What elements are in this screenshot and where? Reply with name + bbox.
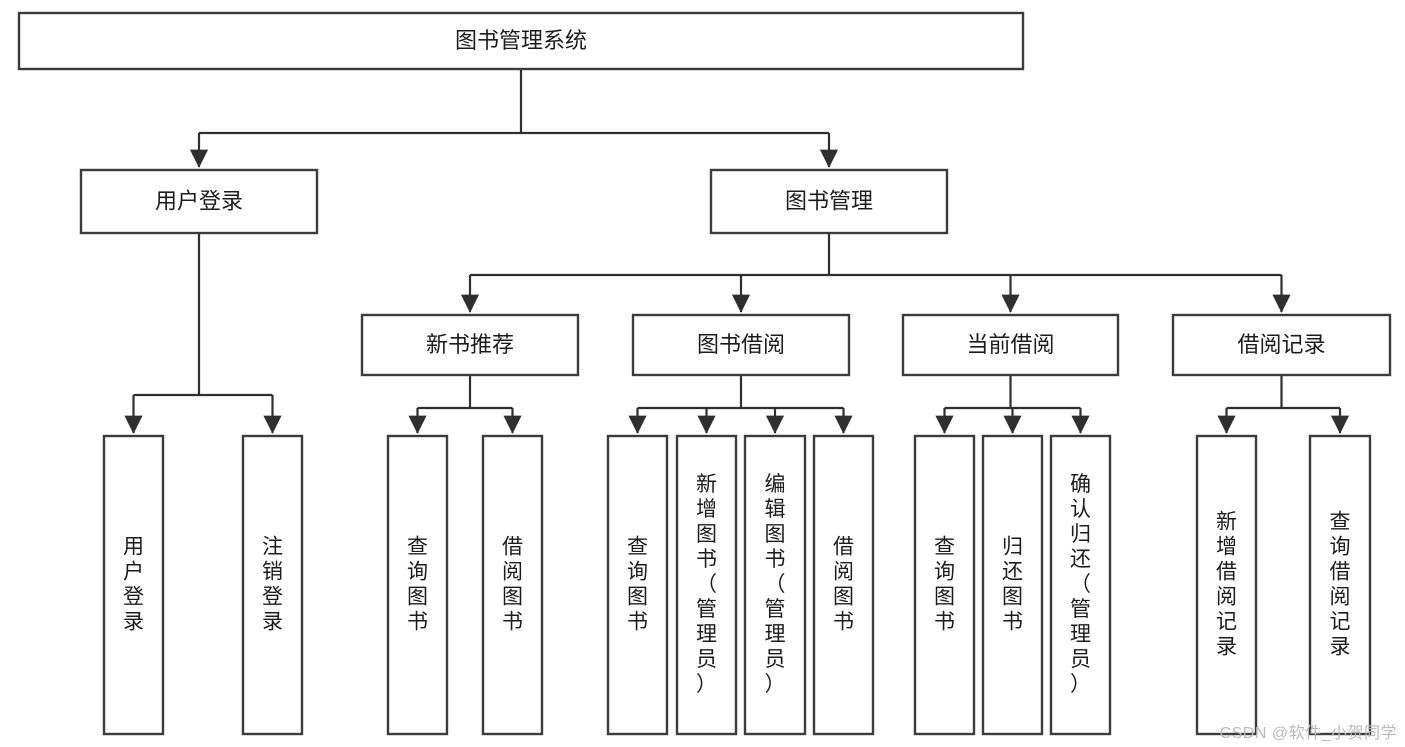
- connector-root: [189, 69, 839, 168]
- node-box[interactable]: [79, 168, 319, 235]
- node-leaf-cur-1[interactable]: 查询图书: [913, 434, 976, 736]
- node-box[interactable]: [1049, 434, 1112, 736]
- connector-newbook: [408, 375, 522, 434]
- node-label: 查询图书: [407, 535, 428, 633]
- node-leaf-login-1[interactable]: 用户登录: [102, 434, 165, 736]
- node-leaf-new-2[interactable]: 借阅图书: [481, 434, 544, 736]
- node-borrow[interactable]: 图书借阅: [631, 313, 851, 377]
- node-label: 借阅记录: [1237, 332, 1325, 357]
- node-box[interactable]: [360, 313, 580, 377]
- node-leaf-bor-4[interactable]: 借阅图书: [812, 434, 875, 736]
- node-newbook[interactable]: 新书推荐: [360, 313, 580, 377]
- node-leaf-rec-1[interactable]: 新增借阅记录: [1195, 434, 1258, 736]
- node-current[interactable]: 当前借阅: [901, 313, 1120, 377]
- node-label: 注销登录: [262, 535, 283, 633]
- node-box[interactable]: [1171, 313, 1392, 377]
- node-leaf-bor-2[interactable]: 新增图书（管理员）: [675, 434, 738, 736]
- node-box[interactable]: [675, 434, 738, 736]
- node-box[interactable]: [913, 434, 976, 736]
- node-label: 图书管理: [785, 188, 873, 213]
- edge-layer: [124, 69, 1350, 434]
- node-label: 借阅图书: [833, 535, 854, 633]
- connector-bookmgmt: [460, 233, 1291, 313]
- node-label: 查询图书: [934, 535, 955, 633]
- node-leaf-new-1[interactable]: 查询图书: [386, 434, 449, 736]
- node-box[interactable]: [481, 434, 544, 736]
- node-box[interactable]: [1195, 434, 1258, 736]
- node-login[interactable]: 用户登录: [79, 168, 319, 235]
- node-label: 当前借阅: [966, 332, 1054, 357]
- node-label: 图书管理系统: [455, 28, 587, 53]
- node-box[interactable]: [743, 434, 807, 736]
- node-box[interactable]: [1308, 434, 1372, 736]
- node-label: 归还图书: [1002, 535, 1023, 633]
- node-layer: 图书管理系统用户登录图书管理新书推荐图书借阅当前借阅借阅记录用户登录注销登录查询…: [17, 11, 1392, 736]
- node-leaf-cur-2[interactable]: 归还图书: [981, 434, 1044, 736]
- watermark: CSDN @软件_小贺同学: [1219, 725, 1397, 742]
- node-label: 用户登录: [123, 535, 144, 633]
- node-label: 查询图书: [627, 535, 648, 633]
- node-leaf-cur-3[interactable]: 确认归还（管理员）: [1049, 434, 1112, 736]
- node-root[interactable]: 图书管理系统: [17, 11, 1025, 71]
- node-box[interactable]: [901, 313, 1120, 377]
- node-box[interactable]: [812, 434, 875, 736]
- node-leaf-login-2[interactable]: 注销登录: [241, 434, 304, 736]
- node-label: 新增图书（管理员）: [696, 473, 717, 696]
- node-label: 新增借阅记录: [1216, 510, 1237, 658]
- connector-records: [1217, 375, 1350, 434]
- node-leaf-bor-1[interactable]: 查询图书: [606, 434, 669, 736]
- node-box[interactable]: [709, 168, 949, 235]
- node-leaf-rec-2[interactable]: 查询借阅记录: [1308, 434, 1372, 736]
- node-bookmgmt[interactable]: 图书管理: [709, 168, 949, 235]
- node-label: 图书借阅: [697, 332, 785, 357]
- node-records[interactable]: 借阅记录: [1171, 313, 1392, 377]
- node-label: 借阅图书: [502, 535, 523, 633]
- node-label: 用户登录: [155, 188, 243, 213]
- node-leaf-bor-3[interactable]: 编辑图书（管理员）: [743, 434, 807, 736]
- node-box[interactable]: [241, 434, 304, 736]
- node-label: 查询借阅记录: [1330, 510, 1351, 658]
- connector-login: [124, 233, 282, 434]
- node-label: 确认归还（管理员）: [1070, 473, 1091, 696]
- connector-borrow: [628, 375, 853, 434]
- node-box[interactable]: [386, 434, 449, 736]
- node-label: 编辑图书（管理员）: [765, 473, 786, 696]
- node-box[interactable]: [631, 313, 851, 377]
- node-label: 新书推荐: [426, 332, 514, 357]
- connector-current: [935, 375, 1090, 434]
- node-box[interactable]: [17, 11, 1025, 71]
- node-box[interactable]: [102, 434, 165, 736]
- node-box[interactable]: [981, 434, 1044, 736]
- node-box[interactable]: [606, 434, 669, 736]
